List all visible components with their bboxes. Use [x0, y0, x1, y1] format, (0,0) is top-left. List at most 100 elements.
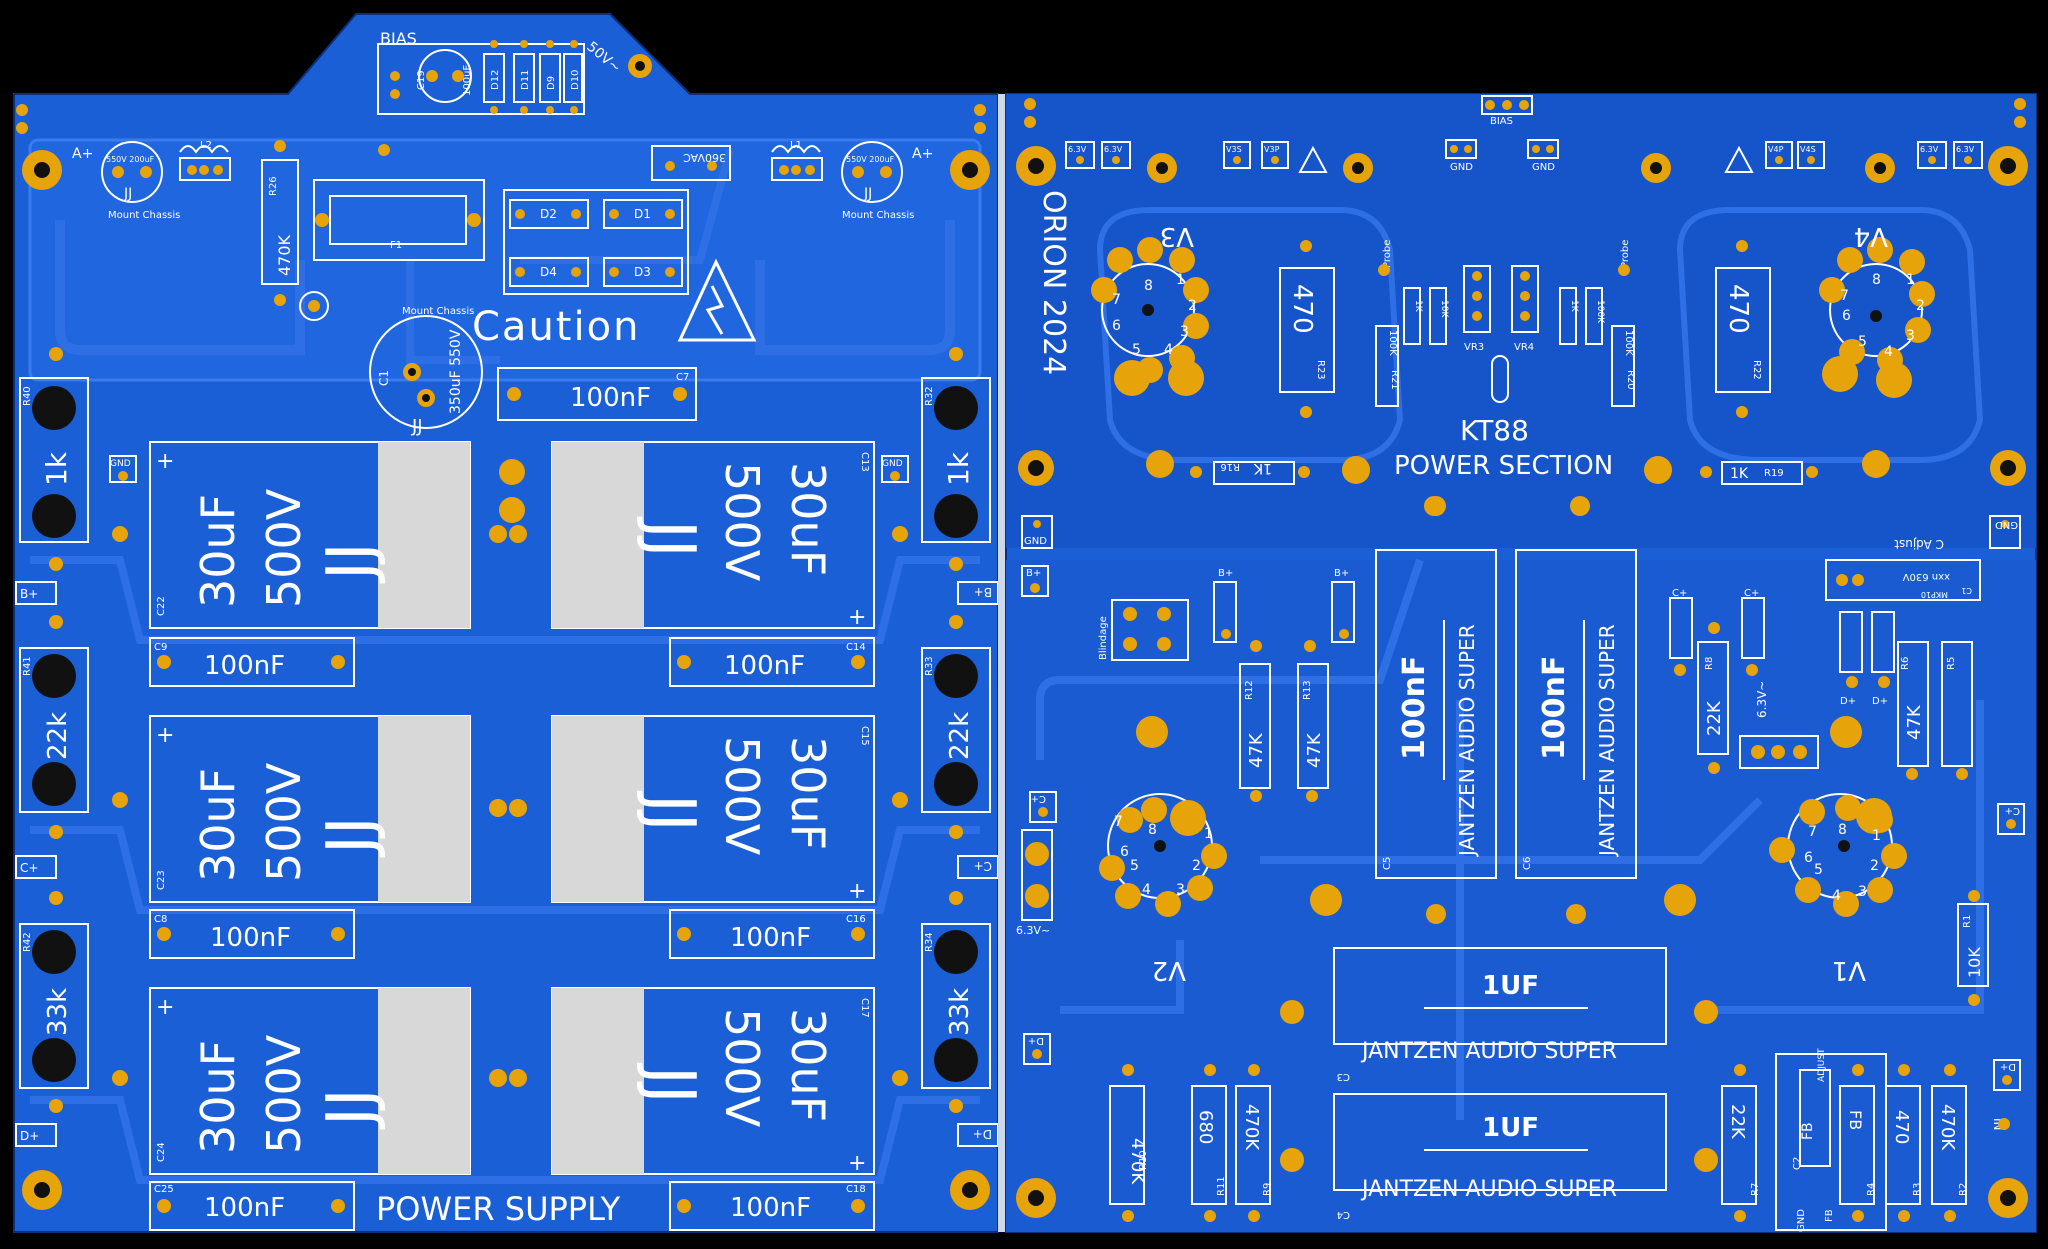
svg-text:C18: C18	[846, 1184, 866, 1195]
jj-cap-right: 550V 200uF JJ Mount Chassis	[841, 141, 914, 221]
c13-ref: C13	[859, 452, 870, 472]
jj-left-logo: JJ	[123, 186, 132, 202]
svg-text:100nF: 100nF	[730, 1193, 811, 1223]
svg-text:R20: R20	[1625, 370, 1636, 390]
probe-left: Probe	[1382, 240, 1393, 268]
v4-label: V4	[1854, 221, 1888, 251]
svg-text:100nF: 100nF	[730, 923, 811, 953]
svg-text:C14: C14	[846, 642, 866, 653]
right-top-pour	[1006, 94, 2036, 548]
svg-text:V4S: V4S	[1800, 145, 1816, 154]
heater-pads: 6.3V 6.3V 6.3V 6.3V V3S V3P V4P V4S	[1065, 141, 1983, 183]
l2-inductor: L2	[179, 140, 231, 181]
svg-text:+: +	[848, 879, 866, 904]
r26-resistor: R26 470K	[261, 140, 299, 306]
tube-socket-v3: V3 1 2 3 4 5 6 7 8	[1091, 221, 1209, 396]
r42: R42 33k	[19, 923, 89, 1089]
coupling-cap-c3: 1UF JANTZEN AUDIO SUPER C3	[1280, 947, 1718, 1082]
r32: R32 1k	[921, 377, 991, 543]
c22-volt: 500V	[257, 488, 311, 608]
c22-val: 30uF	[191, 494, 245, 608]
l1-inductor: L1	[771, 140, 823, 181]
c13-val: 30uF	[781, 462, 835, 576]
svg-text:680: 680	[1195, 1110, 1216, 1144]
svg-text:470K: 470K	[1127, 1138, 1148, 1185]
r41-ref: R41	[22, 656, 33, 676]
power-section-title: POWER SECTION	[1394, 451, 1613, 481]
blindage: Blindage	[1098, 599, 1189, 661]
c7-ref: C7	[676, 372, 689, 383]
r12: 47K R12	[1239, 663, 1271, 802]
right-bias-header: BIAS GND GND	[1445, 95, 1559, 173]
svg-text:D+: D+	[1028, 1035, 1044, 1046]
coupling-cap-c4: 1UF JANTZEN AUDIO SUPER C4	[1280, 1093, 1718, 1220]
c23-logo: JJ	[314, 816, 388, 858]
mount-chassis-right: Mount Chassis	[842, 210, 914, 221]
rail-c-left: C+	[20, 861, 38, 875]
svg-text:V4P: V4P	[1768, 145, 1784, 154]
svg-text:7: 7	[1114, 814, 1123, 830]
svg-text:1K: 1K	[1730, 466, 1749, 482]
svg-text:Blindage: Blindage	[1098, 616, 1109, 660]
r40-value: 1k	[40, 451, 73, 486]
bias-label: BIAS	[380, 29, 417, 48]
c15-logo: JJ	[634, 790, 708, 832]
r13: 47K R13	[1297, 663, 1329, 802]
c15-volt: 500V	[715, 736, 769, 856]
jj-left-rating: 550V 200uF	[106, 155, 155, 164]
tube-outline-left	[1096, 207, 1404, 463]
svg-text:+: +	[156, 995, 174, 1020]
svg-text:C3: C3	[1337, 1071, 1350, 1082]
c13-volt: 500V	[715, 462, 769, 582]
big-caps: + 30uF 500V JJ C22 + 30uF 500V JJ C13 + …	[149, 441, 875, 1176]
ac-360-label: 360VAC	[683, 151, 726, 164]
mount-chassis-c1: Mount Chassis	[402, 306, 474, 317]
svg-text:R4: R4	[1866, 1183, 1877, 1196]
svg-text:100K: 100K	[1623, 330, 1634, 356]
svg-text:C1: C1	[1961, 586, 1972, 595]
c22: + 30uF 500V JJ C22	[149, 441, 471, 629]
svg-text:1UF: 1UF	[1482, 1113, 1539, 1143]
svg-text:C5: C5	[1382, 857, 1393, 870]
bridge-rectifier: D2 D1 D4 D3	[503, 189, 689, 295]
c7-capacitor: 100nF C7	[497, 367, 697, 421]
c23: + 30uF 500V JJ C23	[149, 715, 471, 903]
svg-text:100nF: 100nF	[204, 651, 285, 681]
svg-text:+: +	[848, 1151, 866, 1176]
right-trace-4	[1060, 940, 1184, 1014]
r34-ref: R34	[924, 932, 935, 952]
mkp10-cap: xxn 630V MKP10 C1	[1825, 559, 1981, 601]
svg-text:3: 3	[1858, 884, 1867, 900]
svg-text:1K: 1K	[1569, 300, 1579, 313]
c1-capacitor: C1 350uF 550V JJ	[369, 315, 483, 437]
svg-text:6: 6	[1112, 318, 1121, 334]
right-bias-label: BIAS	[1490, 116, 1513, 127]
svg-text:C25: C25	[154, 1184, 174, 1195]
c19-value: 100uF	[462, 65, 473, 96]
svg-text:8: 8	[1838, 822, 1847, 838]
tube-socket-v1: V1 1 2 3 4 5 6 7 8	[1769, 793, 1907, 985]
c17-logo: JJ	[634, 1062, 708, 1104]
svg-text:1K: 1K	[1413, 300, 1423, 313]
svg-text:6.3V: 6.3V	[1920, 145, 1939, 154]
svg-text:R23: R23	[1315, 360, 1326, 380]
svg-text:1K: 1K	[1253, 460, 1272, 476]
l1-label: L1	[790, 140, 802, 151]
r32-ref: R32	[924, 386, 935, 406]
rail-b-left: B+	[20, 587, 38, 601]
c23-val: 30uF	[191, 768, 245, 882]
svg-text:470: 470	[1891, 1110, 1912, 1144]
left-trace-7	[30, 1096, 980, 1184]
rail-c-right: C+	[974, 859, 992, 873]
v3-label: V3	[1160, 221, 1194, 251]
board-divider	[998, 94, 1006, 1232]
c13-logo: JJ	[634, 516, 708, 558]
probe-right: Probe	[1620, 240, 1631, 268]
svg-text:R11: R11	[1216, 1176, 1227, 1196]
c1-ref: C1	[377, 370, 391, 386]
svg-text:C8: C8	[154, 914, 167, 925]
svg-text:5: 5	[1858, 334, 1867, 350]
svg-text:xxn 630V: xxn 630V	[1903, 571, 1950, 582]
